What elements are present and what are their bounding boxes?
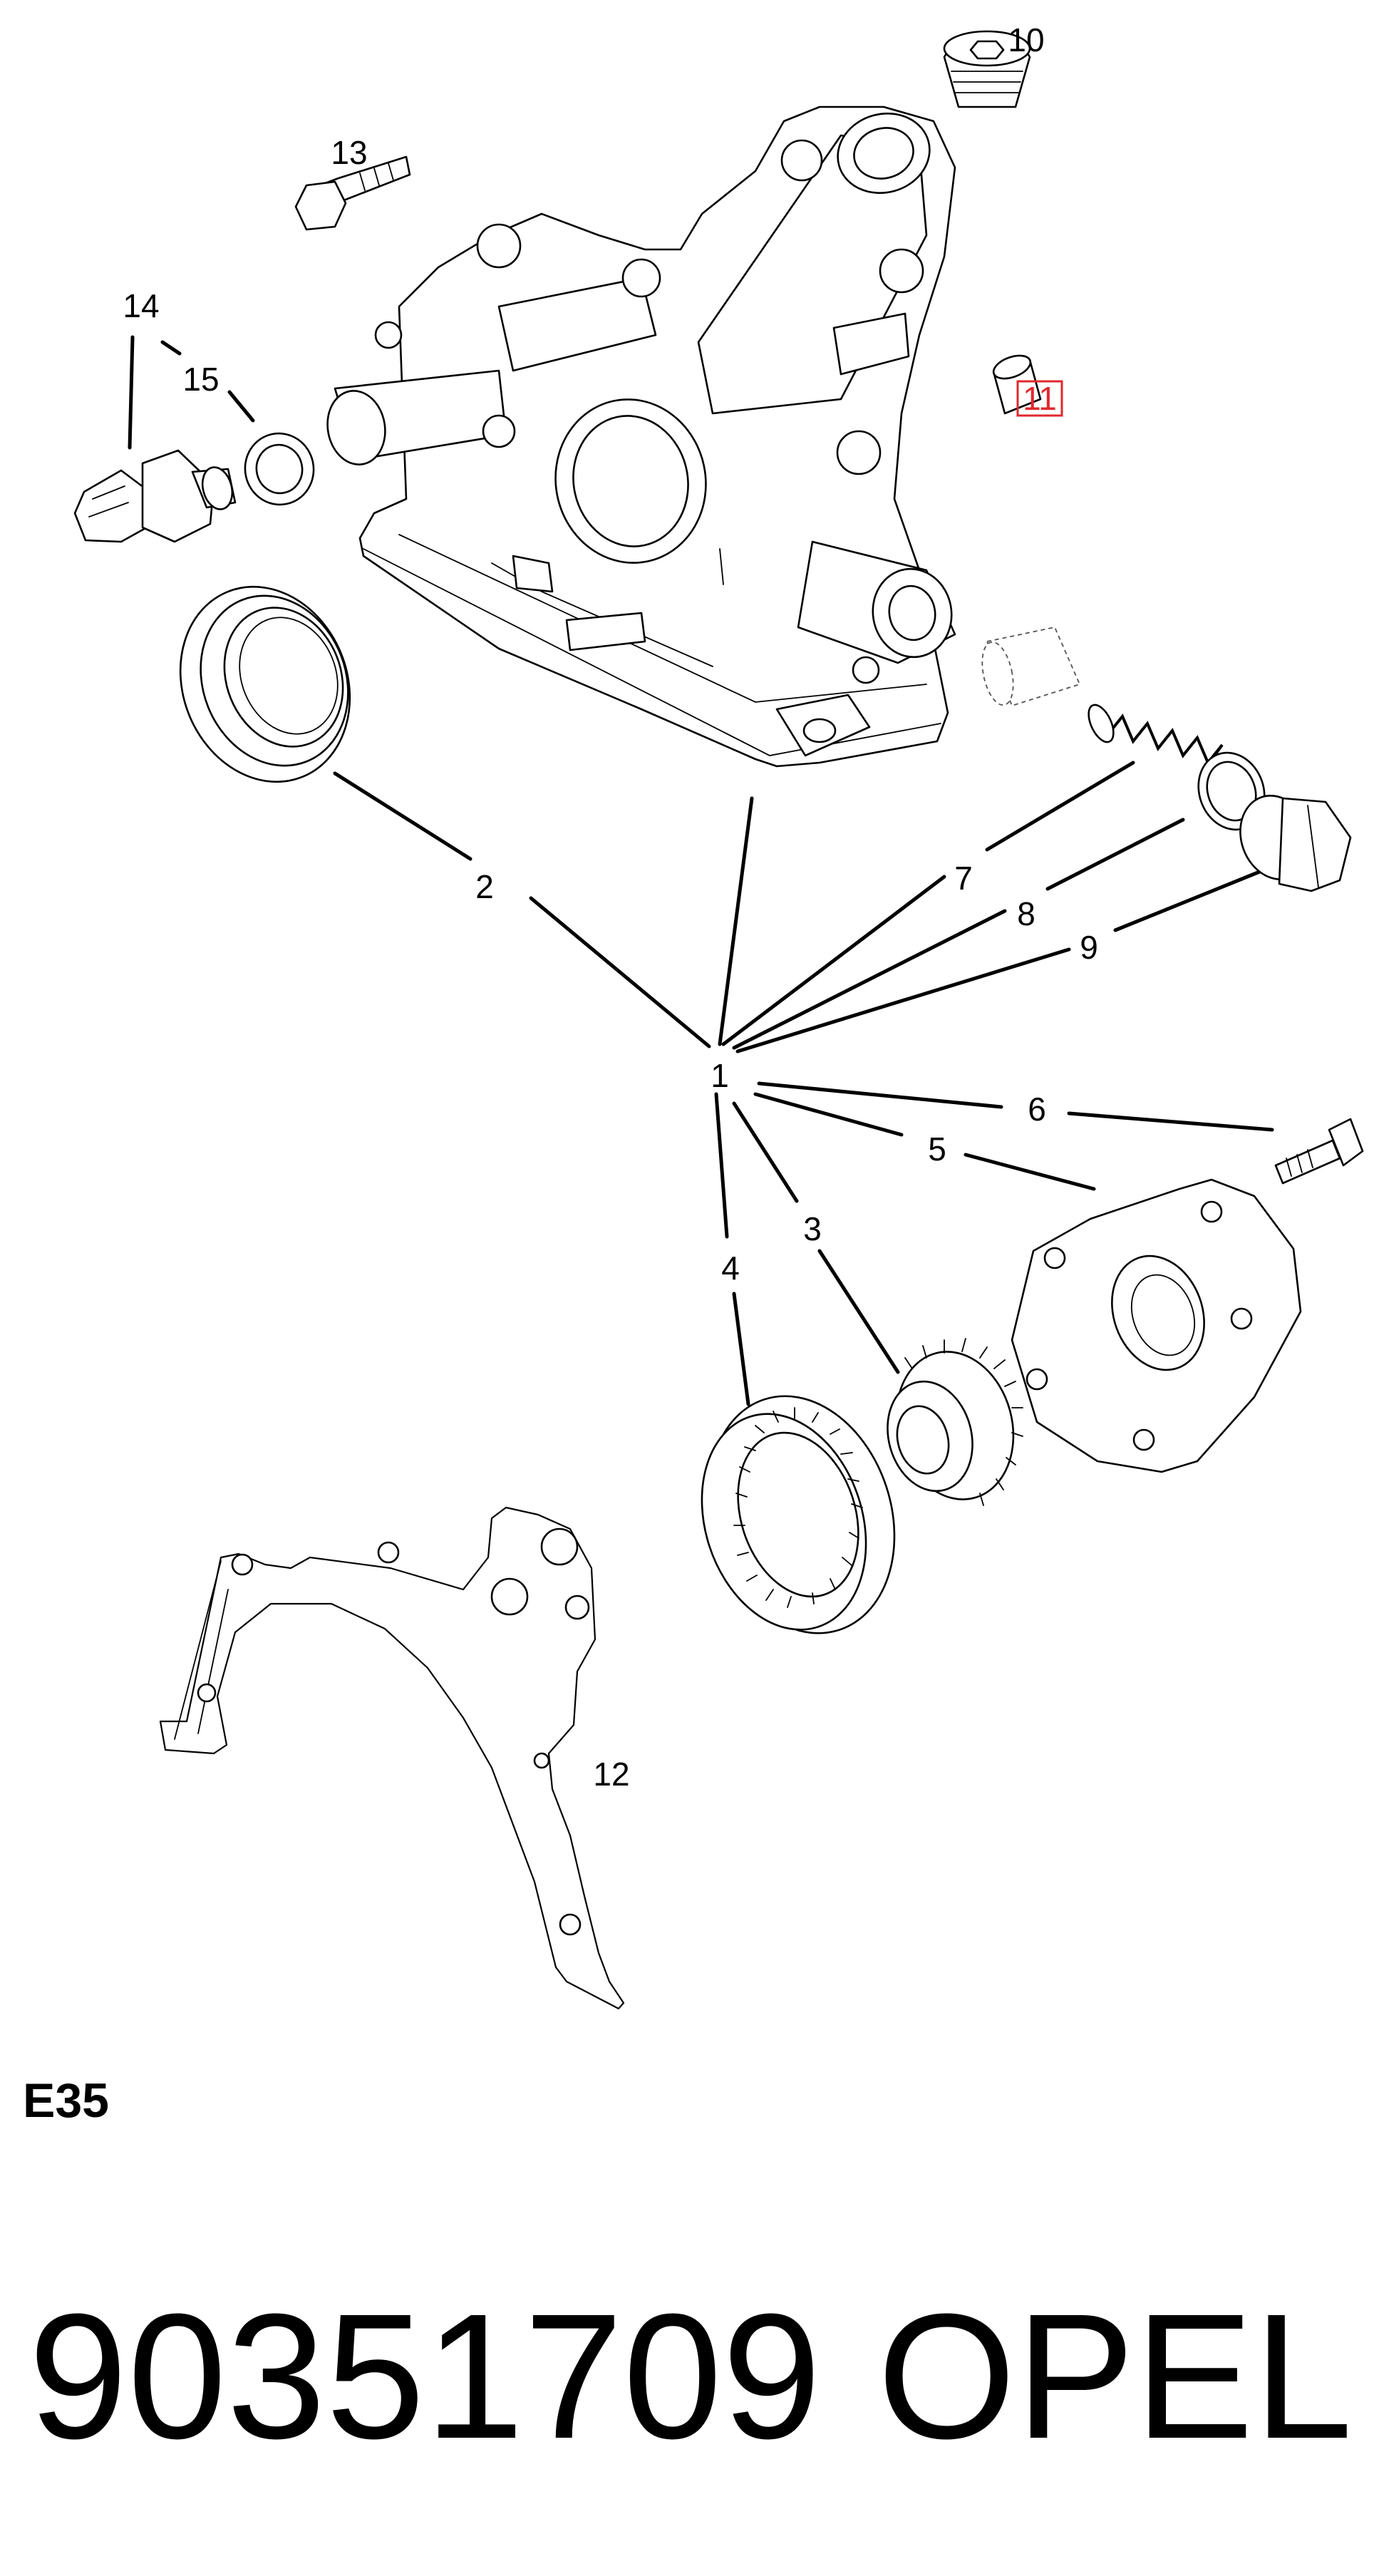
oil-pressure-switch: [73, 449, 237, 543]
washer-15: [244, 432, 315, 506]
callout-3: 3: [803, 1210, 822, 1247]
callout-12: 12: [593, 1756, 629, 1793]
callout-10: 10: [1008, 21, 1044, 58]
callout-11: 11: [1023, 380, 1057, 417]
callout-4: 4: [721, 1250, 740, 1287]
cover-plate: [1011, 1178, 1302, 1473]
relief-valve-piston: [981, 626, 1081, 707]
screw-6: [1274, 1118, 1364, 1185]
inner-gear: [887, 1338, 1023, 1506]
callout-15: 15: [182, 361, 219, 398]
plug-screw-top: [943, 30, 1031, 108]
callout-labels: 1 2 3 4 5 6 7 8 9 10 11 12 13 14 15: [123, 21, 1097, 1793]
callout-6: 6: [1028, 1091, 1046, 1128]
brand-name: OPEL: [877, 2277, 1353, 2475]
part-number: 90351709: [29, 2277, 821, 2475]
callout-1: 1: [711, 1057, 729, 1094]
callout-2: 2: [475, 868, 494, 905]
callout-8: 8: [1017, 895, 1035, 932]
section-code: E35: [23, 2073, 109, 2128]
gasket: [159, 1506, 625, 2010]
oil-pump-housing: [326, 105, 956, 768]
spring-7: [1088, 704, 1224, 771]
callout-5: 5: [928, 1130, 946, 1168]
leader-lines: [128, 335, 1274, 1406]
callout-7: 7: [954, 860, 973, 897]
outer-gear-ring: [701, 1395, 896, 1634]
bolt-13: [294, 155, 411, 231]
callout-11-highlight-box: [1016, 380, 1063, 417]
shaft-seal: [179, 585, 351, 783]
plug-screw-side: [1239, 794, 1352, 892]
callout-14: 14: [123, 287, 159, 324]
callout-9: 9: [1080, 929, 1098, 966]
callout-13: 13: [331, 134, 367, 171]
